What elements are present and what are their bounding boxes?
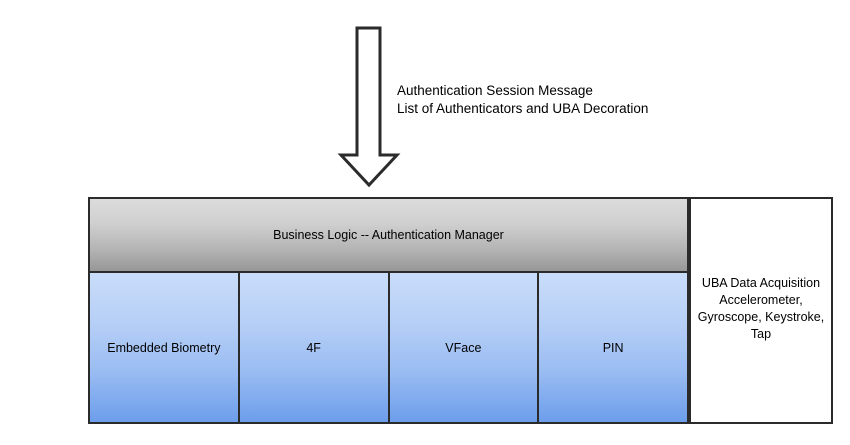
message-line-2: List of Authenticators and UBA Decoratio…	[397, 101, 649, 116]
arrow-shape	[337, 26, 401, 188]
uba-line-2: Accelerometer,	[719, 293, 803, 307]
authentication-stack: Business Logic -- Authentication Manager…	[88, 197, 689, 424]
authenticator-pin: PIN	[539, 273, 687, 422]
uba-panel-text: UBA Data Acquisition Accelerometer, Gyro…	[694, 275, 828, 343]
authenticator-vface: VFace	[389, 273, 540, 422]
authenticator-label: Embedded Biometry	[107, 340, 221, 355]
downward-arrow	[336, 24, 402, 190]
authenticator-4f: 4F	[239, 273, 390, 422]
authenticator-label: VFace	[445, 340, 482, 355]
system-architecture-box: Business Logic -- Authentication Manager…	[88, 197, 833, 424]
message-caption: Authentication Session Message List of A…	[397, 82, 648, 118]
message-line-1: Authentication Session Message	[397, 83, 593, 98]
uba-line-3: Gyroscope, Keystroke,	[697, 310, 825, 324]
authenticator-label: PIN	[602, 340, 624, 355]
authenticator-row: Embedded Biometry 4F VFace PIN	[88, 273, 689, 424]
authenticator-label: 4F	[306, 340, 321, 355]
authenticator-embedded-biometry: Embedded Biometry	[90, 273, 240, 422]
business-logic-bar: Business Logic -- Authentication Manager	[88, 197, 689, 273]
uba-line-1: UBA Data Acquisition	[701, 276, 821, 290]
uba-line-4: Tap	[750, 327, 772, 341]
down-arrow-icon	[337, 26, 401, 188]
uba-data-acquisition-panel: UBA Data Acquisition Accelerometer, Gyro…	[689, 197, 833, 424]
business-logic-label: Business Logic -- Authentication Manager	[273, 228, 504, 242]
